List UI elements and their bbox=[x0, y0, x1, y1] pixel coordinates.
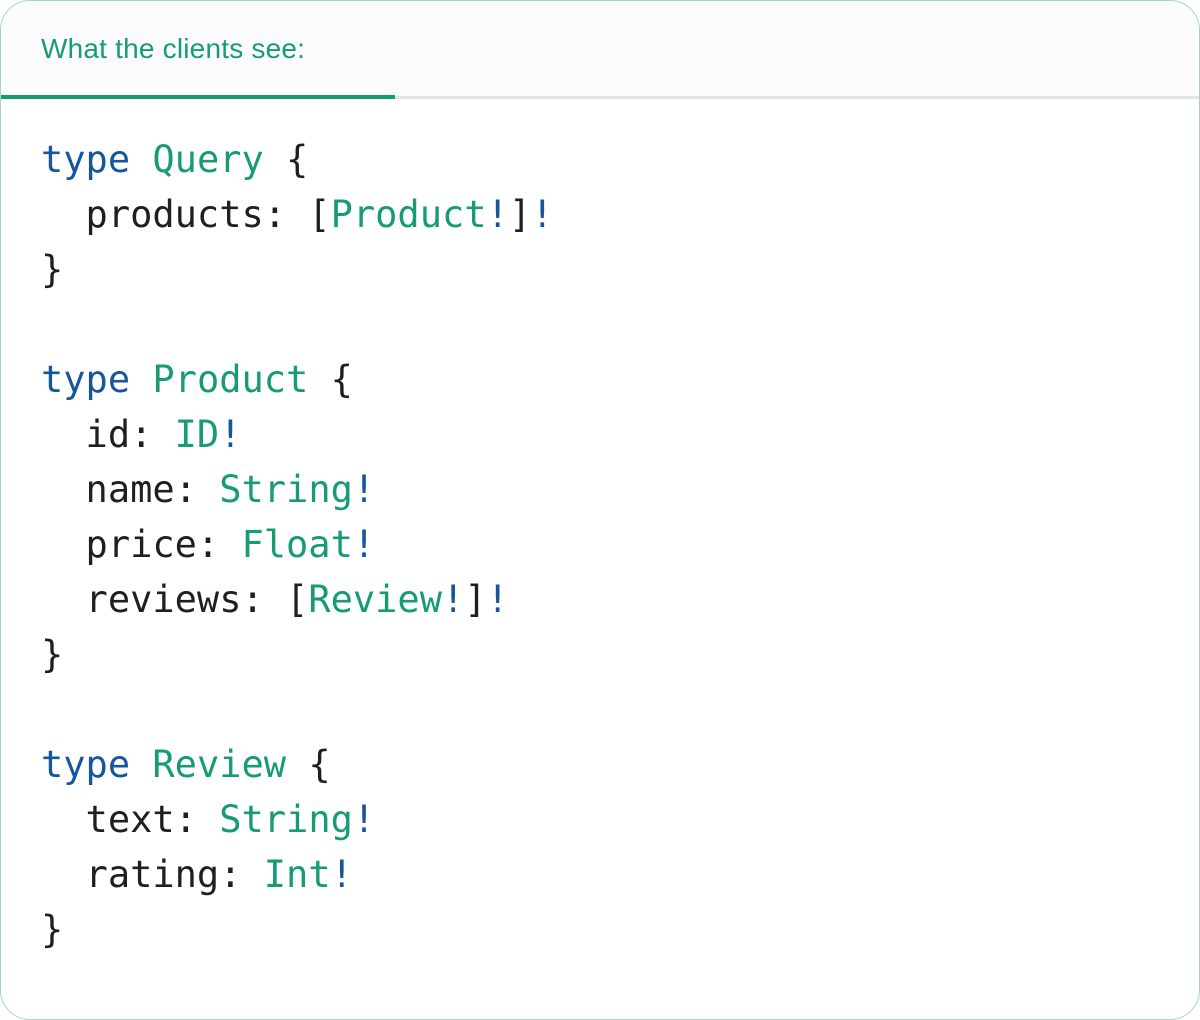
code-token-plain: id: bbox=[41, 413, 175, 456]
code-token-typename: Float bbox=[241, 523, 353, 566]
code-token-nonnull: ! bbox=[352, 468, 376, 511]
code-token-nonnull: ! bbox=[486, 193, 509, 236]
code-token-nonnull: ! bbox=[486, 578, 509, 621]
code-token-typename: String bbox=[219, 468, 353, 511]
code-token-plain: rating: bbox=[41, 853, 264, 896]
tab-what-clients-see[interactable]: What the clients see: bbox=[1, 1, 345, 96]
code-line bbox=[41, 682, 1159, 737]
code-token-typename: Review bbox=[152, 743, 287, 786]
code-token-plain: } bbox=[41, 908, 64, 951]
code-token-typename: Query bbox=[152, 138, 264, 181]
tab-label: What the clients see: bbox=[41, 32, 306, 64]
code-token-nonnull: ! bbox=[352, 523, 376, 566]
code-token-plain: } bbox=[41, 633, 64, 676]
tab-divider bbox=[1, 95, 1199, 99]
code-token-keyword: type bbox=[41, 138, 131, 181]
code-token-plain: ] bbox=[508, 193, 532, 236]
code-token-plain: } bbox=[41, 248, 64, 291]
code-line: } bbox=[41, 242, 1159, 297]
code-token-typename: Product bbox=[152, 358, 309, 401]
code-token-nonnull: ! bbox=[352, 798, 376, 841]
code-line: } bbox=[41, 902, 1159, 957]
code-token-nonnull: ! bbox=[219, 413, 242, 456]
code-token-keyword: type bbox=[41, 358, 131, 401]
code-token-plain bbox=[130, 138, 152, 181]
code-line: rating: Int! bbox=[41, 847, 1159, 902]
code-line: products: [Product!]! bbox=[41, 187, 1159, 242]
code-token-nonnull: ! bbox=[330, 853, 353, 896]
code-token-typename: Int bbox=[263, 853, 331, 896]
code-line: id: ID! bbox=[41, 407, 1159, 462]
code-token-plain: { bbox=[286, 743, 331, 786]
code-token-plain: { bbox=[308, 358, 353, 401]
code-token-typename: Review bbox=[308, 578, 442, 621]
code-token-plain bbox=[130, 743, 152, 786]
code-token-plain bbox=[41, 303, 63, 346]
code-token-plain: { bbox=[263, 138, 309, 181]
code-line bbox=[41, 297, 1159, 352]
code-token-plain: price: bbox=[41, 523, 242, 566]
code-token-plain bbox=[41, 688, 63, 731]
code-line: type Review { bbox=[41, 737, 1159, 792]
tab-bar: What the clients see: bbox=[1, 1, 1199, 96]
graphql-schema-code: type Query { products: [Product!]!} type… bbox=[1, 99, 1199, 997]
code-token-plain: text: bbox=[41, 798, 220, 841]
code-token-plain: products: [ bbox=[41, 193, 331, 236]
code-token-typename: String bbox=[219, 798, 353, 841]
code-line: text: String! bbox=[41, 792, 1159, 847]
code-line: reviews: [Review!]! bbox=[41, 572, 1159, 627]
code-line: type Product { bbox=[41, 352, 1159, 407]
code-line: type Query { bbox=[41, 132, 1159, 187]
code-token-plain: name: bbox=[41, 468, 220, 511]
code-token-nonnull: ! bbox=[441, 578, 465, 621]
code-line: } bbox=[41, 627, 1159, 682]
code-line: price: Float! bbox=[41, 517, 1159, 572]
code-token-typename: ID bbox=[174, 413, 220, 456]
active-tab-underline bbox=[1, 95, 395, 99]
code-token-nonnull: ! bbox=[531, 193, 554, 236]
code-token-plain bbox=[130, 358, 152, 401]
code-token-plain: reviews: [ bbox=[41, 578, 309, 621]
code-token-typename: Product bbox=[330, 193, 487, 236]
code-token-plain: ] bbox=[464, 578, 487, 621]
code-token-keyword: type bbox=[41, 743, 131, 786]
code-line: name: String! bbox=[41, 462, 1159, 517]
